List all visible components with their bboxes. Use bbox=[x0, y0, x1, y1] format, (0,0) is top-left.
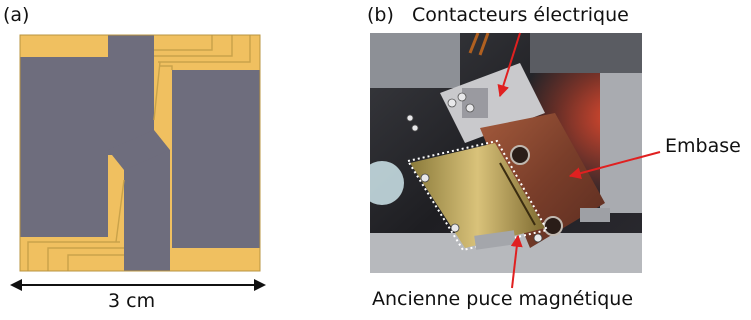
chip-layout-drawing bbox=[10, 34, 266, 291]
contact-block bbox=[440, 63, 545, 143]
contacts-arrow bbox=[497, 32, 521, 98]
left-electrode bbox=[20, 57, 108, 237]
metal-plate-top-left bbox=[370, 33, 460, 88]
apparatus-photo bbox=[370, 33, 642, 273]
scale-arrow-right bbox=[254, 279, 266, 291]
viewport-glass bbox=[370, 161, 404, 205]
chip-annotation: Ancienne puce magnétique bbox=[372, 288, 634, 310]
scale-label: 3 cm bbox=[108, 290, 156, 312]
base-arrow bbox=[568, 151, 661, 180]
center-strip-bottom bbox=[124, 150, 170, 271]
scale-arrow-left bbox=[10, 279, 22, 291]
wire-traces-bottom bbox=[27, 179, 125, 271]
center-strip-joint bbox=[108, 130, 170, 170]
chip-arrow bbox=[510, 234, 523, 289]
wire-traces-top bbox=[153, 35, 251, 121]
chip-dotted-outline bbox=[406, 139, 549, 252]
contact-wires bbox=[468, 33, 490, 56]
metal-post-right bbox=[600, 73, 642, 213]
panel-b-label: (b) bbox=[367, 4, 394, 26]
chip-screws bbox=[420, 173, 543, 243]
right-electrode bbox=[172, 70, 260, 248]
base-bolt-bottom bbox=[543, 216, 563, 236]
contact-screws bbox=[406, 92, 475, 132]
copper-base bbox=[480, 113, 605, 248]
old-magnetic-chip bbox=[410, 143, 545, 248]
base-annotation: Embase bbox=[665, 135, 741, 157]
contacts-annotation: Contacteurs électrique bbox=[412, 4, 629, 26]
base-bolt-top bbox=[510, 145, 530, 165]
chip-outline bbox=[19, 34, 261, 272]
panel-a-label: (a) bbox=[3, 4, 30, 26]
scale-bar bbox=[10, 279, 266, 291]
